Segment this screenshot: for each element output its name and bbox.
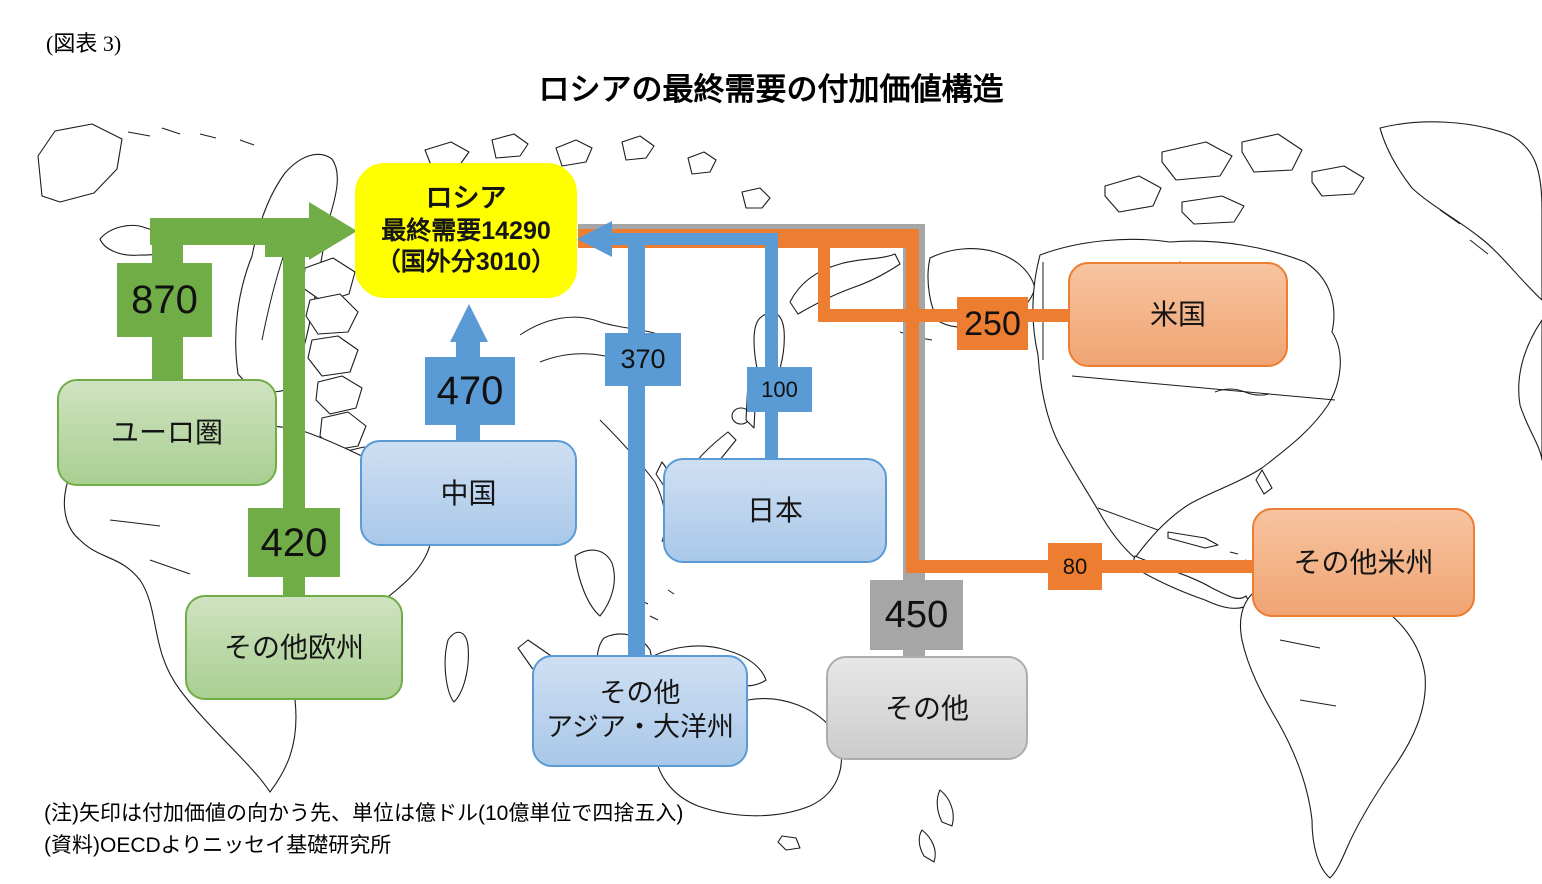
blue-arrowhead-left-icon [577,221,612,257]
node-japan: 日本 [663,458,887,563]
green-flow-vertical-other-europe [283,235,305,595]
page-title: ロシアの最終需要の付加価値構造 [538,72,1004,107]
node-russia-foreign: （国外分3010） [375,248,557,277]
flow-value-euro: 870 [117,263,212,337]
node-other-america: その他米州 [1252,508,1475,617]
node-other-asia-label-line2: アジア・大洋州 [546,712,734,742]
node-usa-label: 米国 [1149,299,1206,330]
flow-value-other-europe: 420 [248,508,340,577]
node-china: 中国 [360,440,577,546]
flow-value-china: 470 [425,357,515,425]
blue-arrowhead-up-icon [450,304,488,342]
figure-label: (図表 3) [46,31,122,56]
blue-flow-vertical-other-asia [628,240,645,655]
node-russia-name: ロシア [425,183,507,214]
node-russia-demand: 最終需要14290 [381,217,551,246]
flow-value-other-america: 80 [1048,543,1102,590]
node-china-label: 中国 [440,477,497,509]
green-arrowhead-right-icon [309,202,357,260]
flow-value-japan: 100 [747,367,812,412]
flow-value-other: 450 [870,580,963,650]
blue-flow-horizontal [600,233,778,245]
orange-flow-vertical-other-america [906,235,919,573]
blue-flow-vertical-japan [765,240,778,458]
footnotes: (注)矢印は付加価値の向かう先、単位は億ドル(10億単位で四捨五入) (資料)O… [44,798,683,861]
node-other-label: その他 [884,692,969,724]
node-euro: ユーロ圏 [57,379,277,486]
green-flow-connector [265,245,309,257]
footnote-line2: (資料)OECDよりニッセイ基礎研究所 [44,833,392,857]
orange-flow-horizontal-usa [818,309,1068,322]
footnote-line1: (注)矢印は付加価値の向かう先、単位は億ドル(10億単位で四捨五入) [44,802,684,825]
flow-value-other-asia: 370 [605,333,681,386]
node-other-asia: その他 アジア・大洋州 [532,655,748,767]
node-other-asia-label-line1: その他 [599,678,681,709]
node-usa: 米国 [1068,262,1288,367]
flow-value-usa: 250 [957,297,1028,350]
orange-flow-vertical-usa [818,240,830,322]
node-russia: ロシア 最終需要14290 （国外分3010） [355,163,577,298]
green-flow-horizontal [150,218,309,245]
node-japan-label: 日本 [746,495,803,526]
node-other: その他 [826,656,1028,760]
node-other-europe-label: その他欧州 [223,632,364,663]
node-other-america-label: その他米州 [1293,547,1434,578]
node-euro-label: ユーロ圏 [110,417,223,448]
node-other-europe: その他欧州 [185,595,403,700]
